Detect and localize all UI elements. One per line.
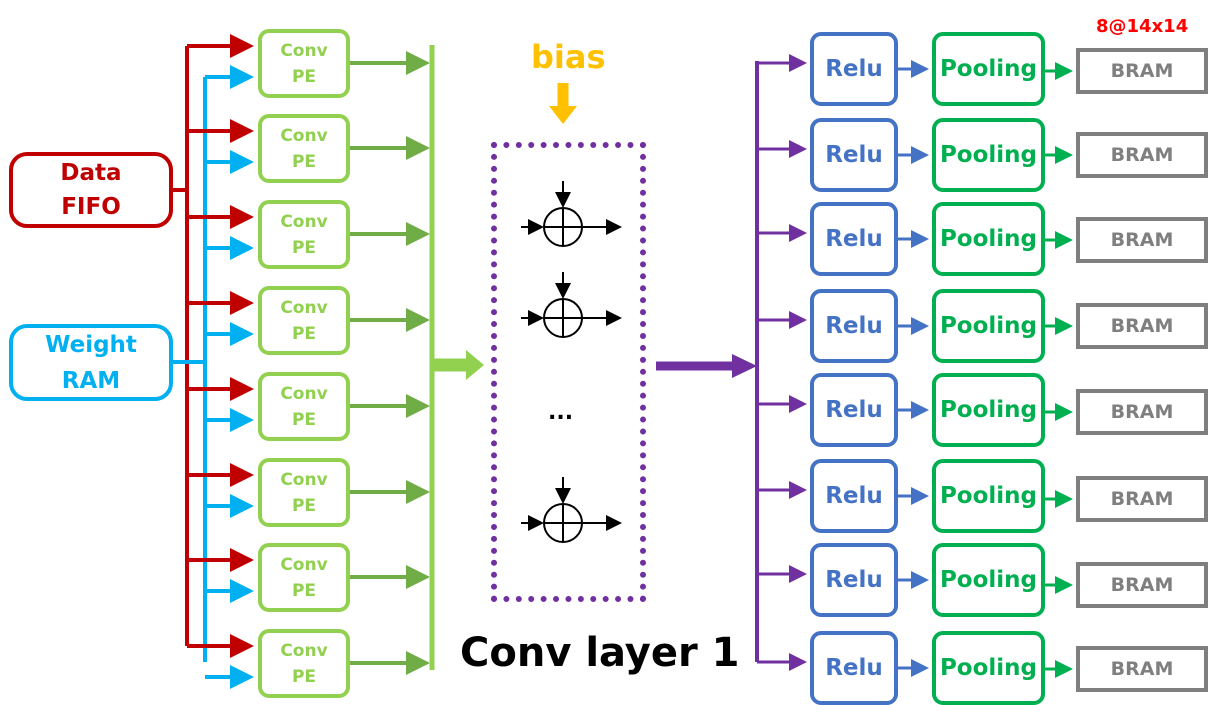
pooling-box: Pooling [932, 373, 1045, 447]
bram-box: BRAM [1076, 476, 1208, 522]
pooling-box: Pooling [932, 118, 1045, 192]
data-fifo-label-2: FIFO [61, 194, 121, 220]
bias-label: bias [531, 38, 606, 76]
relu-box: Relu [810, 631, 898, 705]
relu-box: Relu [810, 459, 898, 533]
relu-box: Relu [810, 289, 898, 363]
relu-label: Relu [825, 483, 883, 509]
bram-box: BRAM [1076, 303, 1208, 349]
relu-box: Relu [810, 373, 898, 447]
conv-pe-box: Conv PE [258, 29, 350, 98]
bram-box: BRAM [1076, 562, 1208, 608]
bram-label: BRAM [1110, 315, 1174, 337]
bram-label: BRAM [1110, 229, 1174, 251]
pooling-box: Pooling [932, 289, 1045, 363]
pooling-label: Pooling [939, 313, 1038, 339]
conv-pe-label-2: PE [291, 66, 317, 87]
bram-box: BRAM [1076, 48, 1208, 94]
conv-pe-label-2: PE [291, 323, 317, 344]
bram-label: BRAM [1110, 658, 1174, 680]
pooling-label: Pooling [939, 397, 1038, 423]
bram-label: BRAM [1110, 60, 1174, 82]
pe-to-adder-arrowhead [466, 350, 484, 380]
conv-pe-label-2: PE [291, 495, 317, 516]
relu-label: Relu [825, 226, 883, 252]
relu-label: Relu [825, 655, 883, 681]
pooling-box: Pooling [932, 32, 1045, 106]
bias-arrowhead [549, 106, 577, 124]
output-dims-label: 8@14x14 [1096, 16, 1189, 37]
relu-label: Relu [825, 567, 883, 593]
pooling-box: Pooling [932, 459, 1045, 533]
conv-pe-box: Conv PE [258, 372, 350, 441]
bram-label: BRAM [1110, 144, 1174, 166]
bram-box: BRAM [1076, 217, 1208, 263]
relu-box: Relu [810, 202, 898, 276]
conv-pe-box: Conv PE [258, 458, 350, 527]
pooling-label: Pooling [939, 226, 1038, 252]
data-fifo-box: Data FIFO [9, 152, 173, 228]
pooling-label: Pooling [939, 567, 1038, 593]
conv-pe-label-2: PE [291, 409, 317, 430]
pooling-label: Pooling [939, 483, 1038, 509]
pooling-box: Pooling [932, 543, 1045, 617]
conv-pe-label-1: Conv [280, 383, 328, 404]
adder-ellipsis: ... [548, 400, 574, 425]
pooling-label: Pooling [939, 56, 1038, 82]
conv-pe-label-1: Conv [280, 297, 328, 318]
conv-pe-label-1: Conv [280, 554, 328, 575]
bram-box: BRAM [1076, 389, 1208, 435]
weight-ram-label-1: Weight [45, 331, 137, 358]
relu-box: Relu [810, 32, 898, 106]
adder-to-relu-arrowhead [732, 354, 757, 378]
conv-pe-label-1: Conv [280, 125, 328, 146]
conv-pe-label-1: Conv [280, 640, 328, 661]
conv-pe-label-2: PE [291, 237, 317, 258]
bram-label: BRAM [1110, 574, 1174, 596]
conv-pe-box: Conv PE [258, 543, 350, 612]
conv-pe-box: Conv PE [258, 114, 350, 183]
layer-title: Conv layer 1 [460, 630, 740, 676]
pooling-label: Pooling [939, 655, 1038, 681]
relu-label: Relu [825, 142, 883, 168]
relu-label: Relu [825, 397, 883, 423]
relu-box: Relu [810, 118, 898, 192]
conv-pe-box: Conv PE [258, 200, 350, 269]
conv-pe-label-1: Conv [280, 40, 328, 61]
pooling-box: Pooling [932, 202, 1045, 276]
relu-label: Relu [825, 313, 883, 339]
conv-pe-label-1: Conv [280, 211, 328, 232]
relu-box: Relu [810, 543, 898, 617]
bram-label: BRAM [1110, 488, 1174, 510]
pooling-box: Pooling [932, 631, 1045, 705]
conv-pe-label-2: PE [291, 151, 317, 172]
bram-box: BRAM [1076, 132, 1208, 178]
bram-label: BRAM [1110, 401, 1174, 423]
conv-pe-box: Conv PE [258, 286, 350, 355]
conv-pe-box: Conv PE [258, 629, 350, 698]
bias-adder-block [491, 142, 646, 602]
bram-box: BRAM [1076, 646, 1208, 692]
conv-pe-label-1: Conv [280, 469, 328, 490]
relu-label: Relu [825, 56, 883, 82]
weight-ram-label-2: RAM [61, 367, 121, 394]
data-fifo-label-1: Data [60, 160, 122, 186]
pooling-label: Pooling [939, 142, 1038, 168]
weight-ram-box: Weight RAM [9, 324, 173, 401]
conv-pe-label-2: PE [291, 580, 317, 601]
conv-pe-label-2: PE [291, 666, 317, 687]
